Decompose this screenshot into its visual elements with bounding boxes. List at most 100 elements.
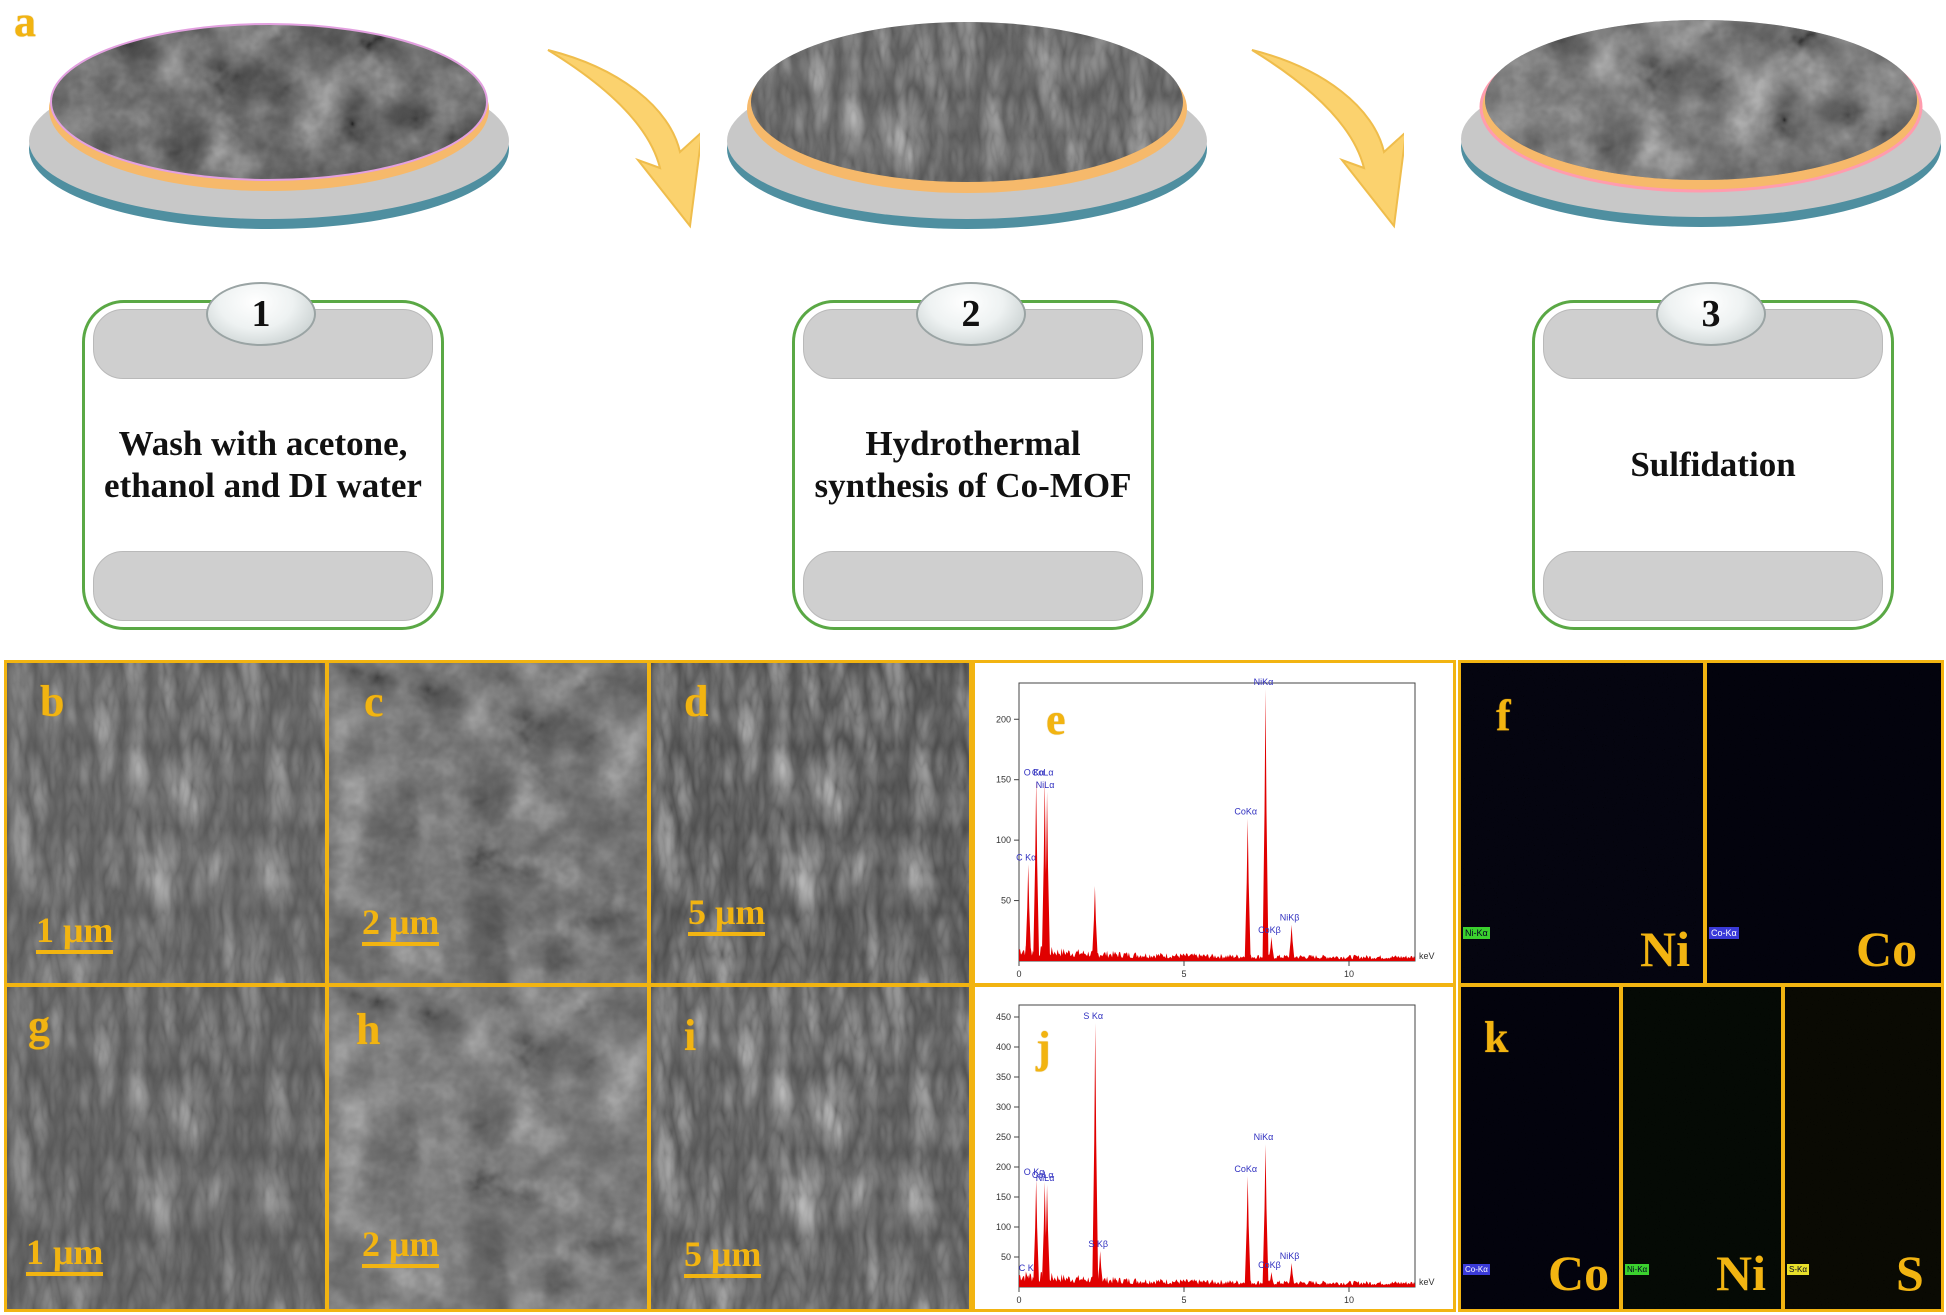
peak-label-e-5: CoKα — [1234, 806, 1257, 816]
step-text-1: Wash with acetone, ethanol and DI water — [104, 424, 422, 505]
panel-label-k: k — [1484, 1013, 1509, 1062]
map-element-f-ni: Ni — [1640, 921, 1690, 977]
scale-bar-g: 1 μm — [26, 1233, 104, 1276]
spectrum-peak-e-1 — [1033, 779, 1040, 961]
step-badge-2: 2 — [916, 282, 1026, 346]
spectrum-peak-j-8 — [1268, 1272, 1275, 1287]
spectrum-peak-j-4 — [1092, 1023, 1099, 1287]
x-tick-label-j-2: 10 — [1344, 1295, 1354, 1305]
peak-label-j-3: NiLα — [1036, 1173, 1055, 1183]
peak-label-j-2: CoLα — [1032, 1170, 1054, 1180]
map-tag-k-co: Co-Kα — [1463, 1264, 1490, 1275]
substrate-disc-1 — [29, 23, 509, 229]
spectrum-peak-j-1 — [1033, 1179, 1040, 1287]
peak-label-j-7: NiKα — [1254, 1132, 1274, 1142]
arrow-icon-1 — [547, 49, 700, 229]
x-axis-label-e: keV — [1419, 951, 1435, 961]
eds-map-f-co: Co-Kα — [1704, 660, 1944, 986]
panel-label-e: e — [1046, 695, 1066, 744]
spectrum-peak-e-4 — [1091, 886, 1098, 961]
step-badge-1: 1 — [206, 282, 316, 346]
peak-label-j-6: CoKα — [1234, 1164, 1257, 1174]
panel-label-b: b — [40, 677, 65, 726]
substrate-disc-2 — [727, 22, 1207, 229]
step-card-1: Wash with acetone, ethanol and DI water — [82, 300, 444, 630]
scale-bar-d: 5 μm — [688, 893, 766, 936]
scale-bar-i: 5 μm — [684, 1235, 762, 1278]
map-element-k-co: Co — [1548, 1245, 1610, 1301]
step-card-2: Hydrothermal synthesis of Co-MOF — [792, 300, 1154, 630]
map-tag-f-co: Co-Kα — [1709, 927, 1739, 939]
spectrum-peak-e-3 — [1044, 791, 1051, 961]
substrate-disc-3 — [1461, 20, 1941, 227]
peak-label-e-1: O Kα — [1024, 768, 1045, 778]
map-tag-k-ni: Ni-Kα — [1625, 1264, 1650, 1275]
peak-label-e-6: NiKα — [1254, 677, 1274, 687]
panel-label-g: g — [28, 1001, 50, 1050]
sem-image-c — [326, 660, 650, 986]
step-text-2: Hydrothermal synthesis of Co-MOF — [814, 424, 1132, 505]
spectrum-peak-j-9 — [1288, 1263, 1295, 1287]
panel-label-a: a — [14, 0, 36, 46]
peak-label-j-4: S Kα — [1083, 1011, 1103, 1021]
spectrum-peak-e-6 — [1262, 689, 1269, 961]
peak-label-e-8: NiKβ — [1280, 913, 1300, 923]
spectrum-peak-j-7 — [1262, 1144, 1269, 1287]
peak-label-j-9: NiKβ — [1280, 1251, 1300, 1261]
spectrum-peak-j-5 — [1097, 1251, 1104, 1287]
spectrum-peak-e-0 — [1025, 864, 1032, 961]
map-element-k-s: S — [1896, 1245, 1924, 1301]
y-tick-label-j-5: 300 — [996, 1102, 1011, 1112]
y-tick-label-j-3: 200 — [996, 1162, 1011, 1172]
y-tick-label-e-3: 200 — [996, 714, 1011, 724]
y-tick-label-j-8: 450 — [996, 1012, 1011, 1022]
x-tick-label-e-1: 5 — [1181, 969, 1186, 979]
panel-label-h: h — [356, 1005, 381, 1054]
y-tick-label-j-7: 400 — [996, 1042, 1011, 1052]
map-element-f-co: Co — [1856, 921, 1918, 977]
spectrum-peak-j-3 — [1044, 1185, 1051, 1287]
x-tick-label-j-0: 0 — [1016, 1295, 1021, 1305]
x-tick-label-e-0: 0 — [1016, 969, 1021, 979]
eds-map-k-s: S-Kα — [1782, 984, 1944, 1312]
sem-image-d — [648, 660, 972, 986]
panel-label-d: d — [684, 677, 709, 726]
x-tick-label-e-2: 10 — [1344, 969, 1354, 979]
panel-label-i: i — [684, 1011, 697, 1060]
spectrum-peak-e-8 — [1288, 924, 1295, 961]
sem-image-i — [648, 984, 972, 1312]
spectrum-baseline-e — [1019, 945, 1415, 961]
arrow-icon-2 — [1251, 49, 1404, 229]
scale-bar-c: 2 μm — [362, 903, 440, 946]
spectrum-peak-j-6 — [1244, 1176, 1251, 1287]
y-tick-label-j-1: 100 — [996, 1222, 1011, 1232]
peak-label-j-8: CoKβ — [1258, 1260, 1281, 1270]
step-text-3: Sulfidation — [1630, 445, 1796, 484]
panel-label-f: f — [1496, 691, 1511, 740]
y-tick-label-j-4: 250 — [996, 1132, 1011, 1142]
eds-map-k-co: Co-Kα — [1458, 984, 1622, 1312]
peak-label-j-5: S Kβ — [1088, 1239, 1108, 1249]
peak-label-j-0: C K — [1019, 1263, 1034, 1273]
panel-label-c: c — [364, 677, 384, 726]
peak-label-j-1: O Kα — [1024, 1167, 1045, 1177]
peak-label-e-0: C Kα — [1016, 852, 1036, 862]
y-tick-label-j-0: 50 — [1001, 1252, 1011, 1262]
step-badge-3: 3 — [1656, 282, 1766, 346]
y-tick-label-e-0: 50 — [1001, 896, 1011, 906]
spectrum-peak-j-0 — [1025, 1275, 1032, 1287]
y-tick-label-j-6: 350 — [996, 1072, 1011, 1082]
y-tick-label-j-2: 150 — [996, 1192, 1011, 1202]
map-element-k-ni: Ni — [1716, 1245, 1766, 1301]
sem-image-h — [326, 984, 650, 1312]
peak-label-e-2: CoLα — [1032, 768, 1054, 778]
y-tick-label-e-2: 150 — [996, 775, 1011, 785]
plot-area-e — [1018, 682, 1416, 962]
spectrum-baseline-j — [1019, 1271, 1415, 1287]
x-tick-label-j-1: 5 — [1181, 1295, 1186, 1305]
eds-map-k-ni: Ni-Kα — [1620, 984, 1784, 1312]
plot-area-j — [1018, 1004, 1416, 1288]
map-tag-k-s: S-Kα — [1787, 1264, 1809, 1275]
sem-image-g — [4, 984, 328, 1312]
